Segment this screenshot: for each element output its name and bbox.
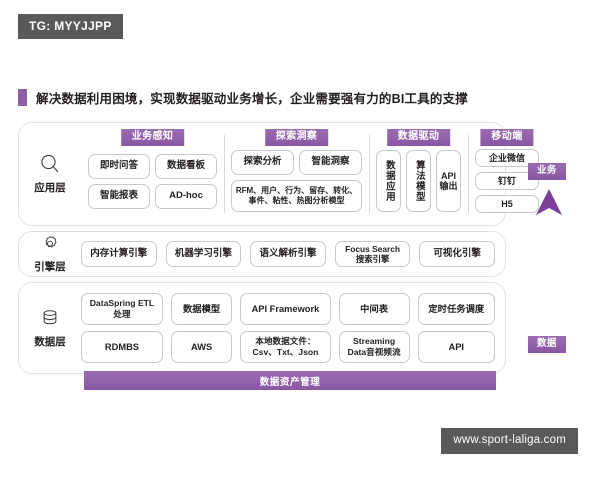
data-card-rdmbs[interactable]: RDMBS	[81, 331, 163, 363]
data-card-row-1: DataSpring ETL处理 数据模型 API Framework 中间表 …	[81, 293, 495, 325]
data-card-api[interactable]: API	[417, 331, 495, 363]
data-card-streaming-data[interactable]: Streaming Data音视频流	[338, 331, 410, 363]
engine-card-visualization[interactable]: 可视化引擎	[419, 241, 495, 267]
group-body-exploration-insight: 探索分析 智能洞察 RFM、用户、行为、留存、转化、事件、粘性、热图分析模型	[231, 150, 362, 212]
footer-url-badge: www.sport-laliga.com	[441, 427, 578, 454]
app-card-dashboard[interactable]: 数据看板	[155, 153, 217, 179]
group-mobile: 移动端 企业微信 钉钉 H5	[468, 123, 546, 225]
app-card-api-output[interactable]: API输出	[436, 150, 461, 212]
app-card-data-application[interactable]: 数据应用	[376, 150, 401, 212]
telegram-tag-badge: TG: MYYJJPP	[18, 14, 123, 39]
engine-layer-label-group: 引擎层	[19, 234, 81, 274]
data-layer-label: 数据层	[34, 336, 66, 348]
headline: 解决数据利用困境，实现数据驱动业务增长，企业需要强有力的BI工具的支撑	[18, 88, 468, 107]
engine-card-machine-learning[interactable]: 机器学习引擎	[165, 241, 242, 267]
app-card-smart-report[interactable]: 智能报表	[88, 183, 150, 209]
headline-text: 解决数据利用困境，实现数据驱动业务增长，企业需要强有力的BI工具的支撑	[36, 92, 469, 106]
app-card-instant-qa[interactable]: 即时问答	[88, 153, 150, 179]
group-body-mobile: 企业微信 钉钉 H5	[475, 149, 539, 213]
database-icon	[39, 307, 61, 329]
data-card-scheduled-tasks[interactable]: 定时任务调度	[417, 293, 495, 325]
magnifier-icon	[39, 153, 61, 175]
application-groups: 业务感知 即时问答 智能报表 数据看板 AD-hoc 探索洞察 探索分析	[81, 123, 552, 225]
group-body-data-driven: 数据应用 算法模型 API输出	[376, 150, 461, 212]
group-data-driven: 数据驱动 数据应用 算法模型 API输出	[369, 123, 468, 225]
app-card-adhoc[interactable]: AD-hoc	[155, 183, 217, 209]
engine-card-row: 内存计算引擎 机器学习引擎 语义解析引擎 Focus Search 搜索引擎 可…	[81, 241, 505, 267]
app-card-smart-insight[interactable]: 智能洞察	[299, 150, 362, 175]
data-card-intermediate-table[interactable]: 中间表	[338, 293, 410, 325]
data-card-dataspring-etl[interactable]: DataSpring ETL处理	[81, 293, 163, 325]
app-card-exploration-analysis[interactable]: 探索分析	[231, 150, 294, 175]
group-title-exploration-insight: 探索洞察	[264, 129, 329, 146]
engine-layer-panel: 引擎层 内存计算引擎 机器学习引擎 语义解析引擎 Focus Search 搜索…	[18, 231, 506, 277]
app-card-dingtalk[interactable]: 钉钉	[475, 172, 539, 190]
group-title-business-perception: 业务感知	[120, 129, 185, 146]
data-card-data-model[interactable]: 数据模型	[170, 293, 233, 325]
application-layer-label-group: 应用层	[19, 153, 81, 195]
group-title-mobile: 移动端	[480, 129, 534, 146]
engine-card-in-memory-compute[interactable]: 内存计算引擎	[81, 241, 157, 267]
engine-card-focus-search[interactable]: Focus Search 搜索引擎	[334, 241, 411, 267]
axis-label-business: 业务	[528, 163, 566, 180]
headline-bullet-icon	[18, 89, 27, 106]
app-card-wecom[interactable]: 企业微信	[475, 149, 539, 167]
upward-arrow-icon	[536, 189, 562, 323]
group-exploration-insight: 探索洞察 探索分析 智能洞察 RFM、用户、行为、留存、转化、事件、粘性、热图分…	[224, 123, 369, 225]
group-business-perception: 业务感知 即时问答 智能报表 数据看板 AD-hoc	[81, 123, 224, 225]
axis-label-data: 数据	[528, 336, 566, 353]
gear-icon	[40, 234, 60, 254]
data-layer-panel: 数据层 DataSpring ETL处理 数据模型 API Framework …	[18, 282, 506, 374]
data-card-api-framework[interactable]: API Framework	[240, 293, 331, 325]
group-body-business-perception: 即时问答 智能报表 数据看板 AD-hoc	[88, 153, 217, 209]
application-layer-panel: 应用层 业务感知 即时问答 智能报表 数据看板 AD-hoc 探索洞察	[18, 122, 539, 226]
engine-card-semantic-parsing[interactable]: 语义解析引擎	[250, 241, 326, 267]
app-card-h5[interactable]: H5	[475, 195, 539, 213]
application-layer-label: 应用层	[34, 182, 66, 194]
app-card-analysis-models[interactable]: RFM、用户、行为、留存、转化、事件、粘性、热图分析模型	[231, 180, 362, 212]
data-card-row-2: RDMBS AWS 本地数据文件：Csv、Txt、Json Streaming …	[81, 331, 495, 363]
data-card-local-files[interactable]: 本地数据文件：Csv、Txt、Json	[240, 331, 331, 363]
app-card-algorithm-model[interactable]: 算法模型	[406, 150, 431, 212]
data-card-aws[interactable]: AWS	[170, 331, 233, 363]
data-card-rows: DataSpring ETL处理 数据模型 API Framework 中间表 …	[81, 293, 505, 363]
data-asset-management-bar: 数据资产管理	[84, 371, 496, 390]
engine-layer-label: 引擎层	[34, 261, 66, 273]
data-layer-label-group: 数据层	[19, 307, 81, 349]
group-title-data-driven: 数据驱动	[386, 129, 451, 146]
